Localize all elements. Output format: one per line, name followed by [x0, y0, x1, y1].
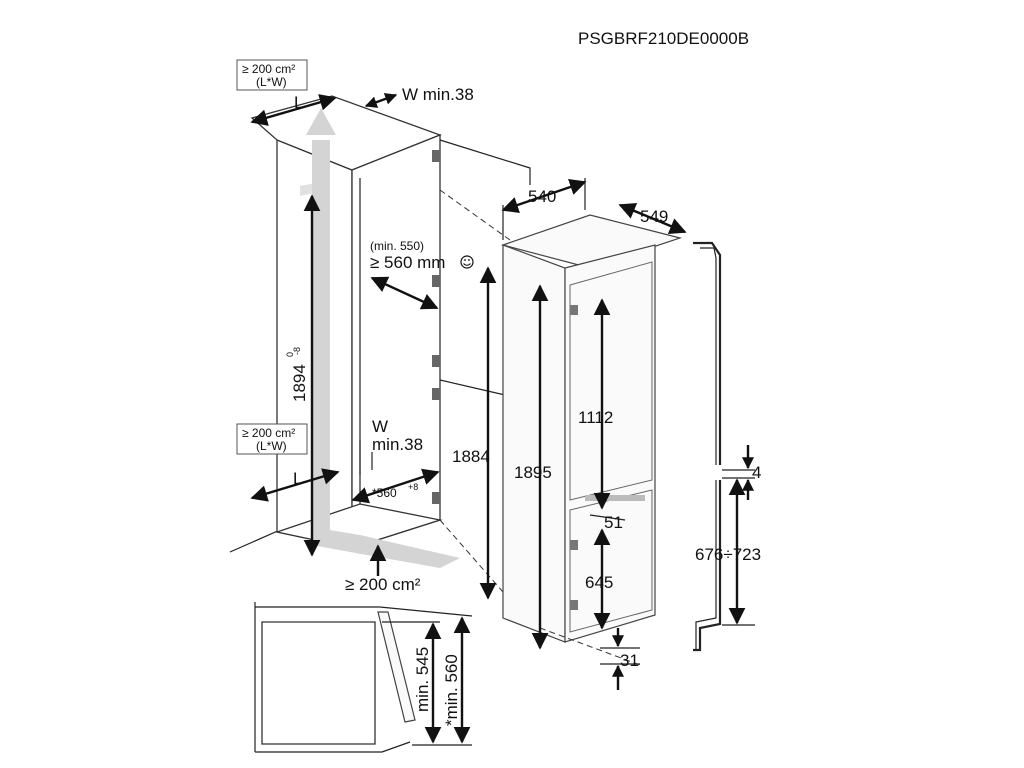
label-section-depth-2: *min. 560 — [442, 654, 461, 726]
label-niche-width: *560 — [372, 486, 397, 500]
label-height-total: 1895 — [514, 463, 552, 482]
label-W-bottom-1: W — [372, 417, 388, 436]
label-depth: ≥ 560 mm — [370, 253, 445, 272]
door-profile: 4 676÷723 — [693, 241, 761, 652]
model-code: PSGBRF210DE0000B — [578, 29, 749, 48]
label-depth-alt: (min. 550) — [370, 239, 424, 253]
label-width: 540 — [528, 187, 556, 206]
vent-box-bottom: ≥ 200 cm² (L*W) — [236, 423, 308, 455]
niche-dimension-lines: L W min.38 1894 0 -8 (min. 550) ≥ 560 mm… — [250, 85, 474, 594]
smiley-icon — [460, 255, 474, 269]
label-upper-compartment: 1112 — [578, 408, 613, 427]
label-depth: 549 — [640, 207, 668, 226]
vent-bottom-formula: (L*W) — [256, 439, 287, 453]
vent-top-area: ≥ 200 cm² — [242, 62, 295, 76]
label-niche-height: 1894 — [290, 364, 309, 402]
label-L-top: L — [294, 93, 303, 112]
appliance-body — [500, 214, 683, 666]
label-niche-height-tol-lower: -8 — [292, 347, 302, 355]
label-L-bottom: L — [293, 469, 302, 488]
label-niche-width-tol: +8 — [408, 482, 418, 492]
vent-box-top: ≥ 200 cm² (L*W) — [236, 59, 308, 91]
label-bottom-offset: 31 — [620, 651, 639, 670]
label-W-bottom-2: min.38 — [372, 435, 423, 454]
niche-cabinet — [229, 95, 531, 601]
label-door-range: 676÷723 — [695, 545, 761, 564]
vent-bottom-area: ≥ 200 cm² — [242, 426, 295, 440]
label-height-body: 1884 — [452, 447, 490, 466]
label-W-top: W min.38 — [402, 85, 474, 104]
section-detail: min. 545 *min. 560 — [254, 602, 473, 753]
vent-top-formula: (L*W) — [256, 75, 287, 89]
label-lower-compartment: 645 — [585, 573, 613, 592]
appliance-dimension-lines: 540 549 1884 1895 1112 51 645 31 — [452, 178, 687, 690]
label-door-gap: 4 — [752, 463, 761, 482]
label-gap-middle: 51 — [604, 513, 623, 532]
label-niche-height-tol-upper: 0 — [285, 352, 295, 357]
label-section-depth-1: min. 545 — [413, 647, 432, 712]
label-plinth-vent: ≥ 200 cm² — [345, 575, 421, 594]
